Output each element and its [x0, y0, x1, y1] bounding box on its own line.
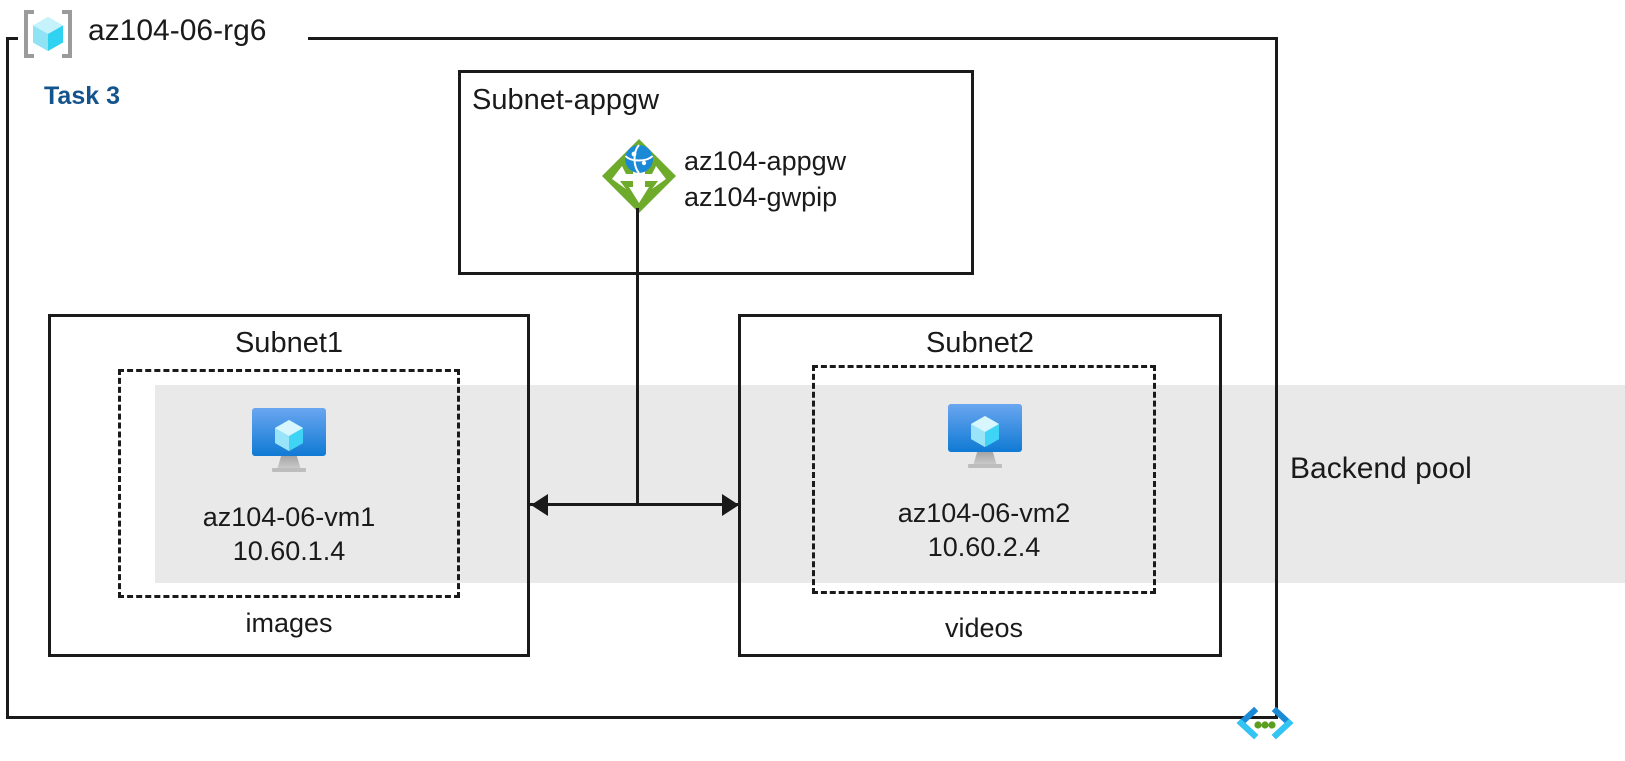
- subnet2-container: [738, 314, 1222, 657]
- connector-arrowhead-right: [722, 494, 739, 516]
- subnet1-vm-group: [118, 369, 460, 598]
- gateway-to-subnets-connector: [636, 208, 639, 505]
- virtual-machine-icon: [940, 400, 1030, 472]
- appgw-resource-name: az104-appgw: [684, 146, 847, 176]
- subnet2-vm-labels: az104-06-vm2 10.60.2.4: [812, 496, 1156, 564]
- subnet1-vm-labels: az104-06-vm1 10.60.1.4: [118, 500, 460, 568]
- subnet2-footer-label: videos: [944, 613, 1024, 643]
- resource-group-container: [6, 37, 1278, 719]
- subnet1-vm-ip: 10.60.1.4: [232, 536, 346, 566]
- resource-group-cube-icon: [20, 8, 76, 60]
- resource-group-label-gap: [18, 22, 308, 54]
- subnet2-vm-group: [812, 365, 1156, 594]
- subnet1-container: [48, 314, 530, 657]
- subnet1-footer-label: images: [245, 608, 333, 638]
- task-label: Task 3: [44, 82, 120, 110]
- resource-group-title: az104-06-rg6: [88, 14, 267, 47]
- connector-arrowhead-left: [531, 494, 548, 516]
- application-gateway-labels: az104-appgw az104-gwpip: [684, 143, 846, 215]
- virtual-network-icon: [1236, 698, 1294, 748]
- subnet-appgw-title: Subnet-appgw: [472, 84, 660, 116]
- subnet2-vm-ip: 10.60.2.4: [927, 532, 1041, 562]
- subnet1-vm-name: az104-06-vm1: [202, 502, 376, 532]
- virtual-machine-icon: [244, 404, 334, 476]
- subnet2-vm-name: az104-06-vm2: [897, 498, 1071, 528]
- subnet1-title: Subnet1: [234, 327, 344, 359]
- subnet1-subnet2-connector: [530, 503, 739, 506]
- backend-pool-label: Backend pool: [1290, 452, 1472, 485]
- backend-pool-band: [155, 385, 1625, 583]
- appgw-public-ip-name: az104-gwpip: [684, 182, 838, 212]
- subnet2-title: Subnet2: [925, 327, 1035, 359]
- application-gateway-icon: [600, 137, 678, 215]
- subnet-appgw-container: [458, 70, 974, 275]
